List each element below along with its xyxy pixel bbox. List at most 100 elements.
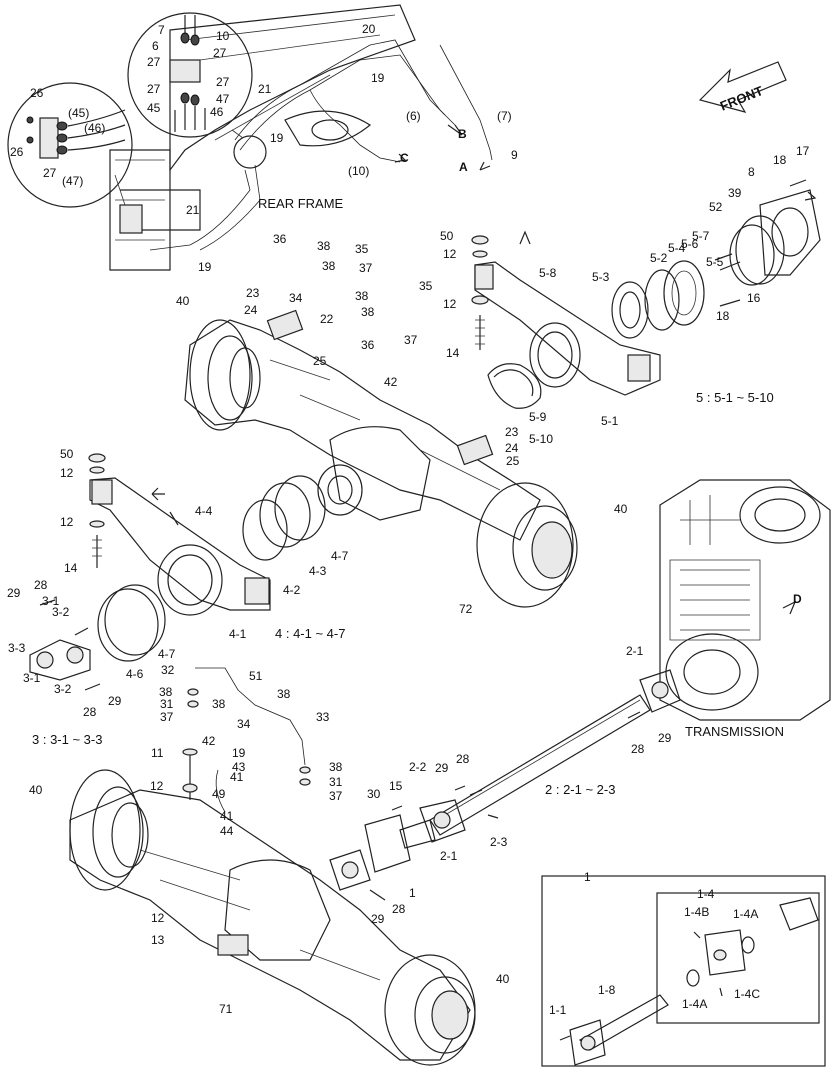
part-number-label: 34 <box>289 291 303 305</box>
part-number-label: 15 <box>389 779 403 793</box>
part-number-label: 29 <box>658 731 672 745</box>
part-number-label: 28 <box>34 578 48 592</box>
part-number-label: 38 <box>361 305 375 319</box>
group-note-4: 4 : 4-1 ~ 4-7 <box>275 626 345 641</box>
part-number-label: 5-7 <box>692 229 710 243</box>
part-number-label: 18 <box>716 309 730 323</box>
part-number-label: 2-1 <box>440 849 458 863</box>
part-number-label: 5-3 <box>592 270 610 284</box>
inset-box-label: 1 <box>584 870 591 884</box>
part-number-label: 5-4 <box>668 241 686 255</box>
part-number-label: 37 <box>160 710 174 724</box>
part-number-label: 33 <box>316 710 330 724</box>
part-number-label: 13 <box>151 933 165 947</box>
part-number-label: 4-7 <box>158 647 176 661</box>
part-number-label: 20 <box>362 22 376 36</box>
part-number-label: 12 <box>151 911 165 925</box>
part-number-label: 38 <box>322 259 336 273</box>
flow-marker-a: A <box>459 160 468 174</box>
part-number-label: 19 <box>371 71 385 85</box>
part-number-label: 26 <box>10 145 24 159</box>
part-number-label: 5-8 <box>539 266 557 280</box>
inset-label-1-4c: 1-4C <box>734 987 760 1001</box>
inset-sub-label: 1-4 <box>697 887 715 901</box>
part-number-label: 40 <box>29 783 43 797</box>
front-ring-seals <box>97 475 326 662</box>
part-number-label: 37 <box>359 261 373 275</box>
universal-joint-3 <box>29 599 101 691</box>
part-number-label: (47) <box>62 174 83 188</box>
part-number-label: (7) <box>497 109 512 123</box>
front-caption: FRONT <box>718 83 765 114</box>
part-number-label: 25 <box>313 354 327 368</box>
part-number-label: 38 <box>277 687 291 701</box>
part-number-label: 23 <box>505 425 519 439</box>
part-number-label: 36 <box>361 338 375 352</box>
part-number-label: 12 <box>443 247 457 261</box>
part-number-label: 51 <box>249 669 263 683</box>
part-number-label: 18 <box>773 153 787 167</box>
inset-label-1-8: 1-8 <box>598 983 616 997</box>
part-number-label: 9 <box>511 148 518 162</box>
part-number-label: 2-2 <box>409 760 427 774</box>
part-number-label: 72 <box>459 602 473 616</box>
part-number-label: 38 <box>329 760 343 774</box>
inset-label-1-1: 1-1 <box>549 1003 567 1017</box>
part-number-label: 28 <box>392 902 406 916</box>
inset-label-1-4a-top: 1-4A <box>733 907 758 921</box>
flow-arrows <box>151 124 817 615</box>
part-number-label: 10 <box>216 29 230 43</box>
hydraulic-hoses-front <box>182 667 311 813</box>
part-number-label: 27 <box>216 75 230 89</box>
part-number-label: 50 <box>440 229 454 243</box>
part-number-label: 47 <box>216 92 230 106</box>
group-note-2: 2 : 2-1 ~ 2-3 <box>545 782 615 797</box>
drive-shaft-2 <box>419 669 681 843</box>
part-number-label: 16 <box>747 291 761 305</box>
part-number-label: 32 <box>161 663 175 677</box>
part-number-label: 39 <box>728 186 742 200</box>
part-number-label: 6 <box>152 39 159 53</box>
part-number-label: 71 <box>219 1002 233 1016</box>
part-number-label: 52 <box>709 200 723 214</box>
input-flange <box>329 785 466 901</box>
part-number-label: 43 <box>232 760 246 774</box>
part-number-label: 24 <box>505 441 519 455</box>
part-number-label: 4-6 <box>126 667 144 681</box>
part-number-label: 42 <box>202 734 216 748</box>
part-number-label: (45) <box>68 106 89 120</box>
part-number-label: (46) <box>84 121 105 135</box>
part-number-label: 2-3 <box>490 835 508 849</box>
part-number-label: 4-4 <box>195 504 213 518</box>
part-number-label: 12 <box>443 297 457 311</box>
part-number-label: 4-2 <box>283 583 301 597</box>
group-note-5: 5 : 5-1 ~ 5-10 <box>696 390 774 405</box>
detail-center-fittings <box>169 15 206 132</box>
front-arrow <box>698 61 787 113</box>
part-number-label: 38 <box>212 697 226 711</box>
part-number-label: 41 <box>230 770 244 784</box>
flow-marker-c: C <box>400 151 409 165</box>
front-support-bracket <box>89 477 271 616</box>
part-number-label: 17 <box>796 144 810 158</box>
part-number-label: 7 <box>158 23 165 37</box>
part-number-label: 12 <box>60 466 74 480</box>
flow-marker-d: D <box>793 592 802 606</box>
part-number-label: 23 <box>246 286 260 300</box>
part-number-label: 35 <box>355 242 369 256</box>
part-number-label: 4-7 <box>331 549 349 563</box>
part-number-label: 19 <box>232 746 246 760</box>
part-number-label: (6) <box>406 109 421 123</box>
part-number-label: 21 <box>258 82 272 96</box>
part-number-label: 19 <box>198 260 212 274</box>
part-number-label: 14 <box>446 346 460 360</box>
inset-label-1-4b: 1-4B <box>684 905 709 919</box>
group-note-3: 3 : 3-1 ~ 3-3 <box>32 732 102 747</box>
rear-frame-drawing <box>109 4 416 271</box>
flow-markers: A B C D <box>400 127 802 606</box>
part-number-label: 3-3 <box>8 641 26 655</box>
inset-labels: 1 1-4 1-4B 1-4A 1-4A 1-4C 1-8 1-1 <box>549 870 760 1017</box>
part-number-label: 3-2 <box>52 605 70 619</box>
part-number-label: 30 <box>367 787 381 801</box>
